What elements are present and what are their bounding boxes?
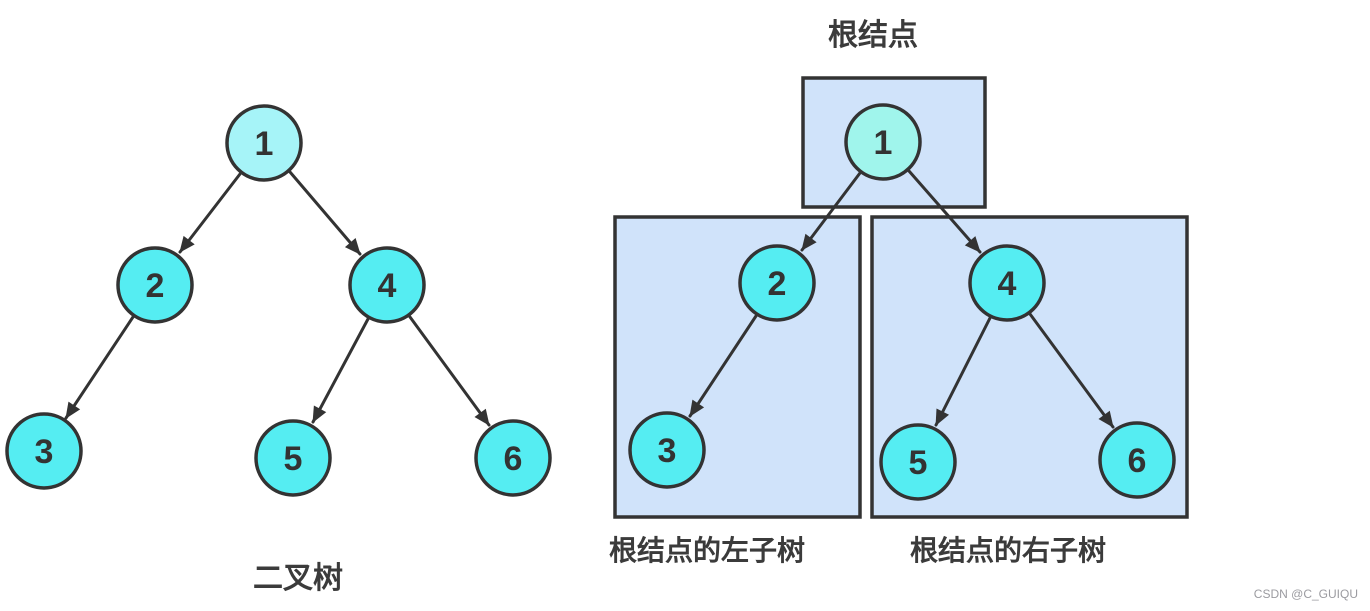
tree-node-1 [844, 103, 922, 181]
root-node-label: 根结点 [828, 19, 918, 52]
right-subtree-label: 根结点的右子树 [910, 534, 1106, 566]
tree-node-6-value: 6 [1128, 442, 1147, 480]
tree-edge-1-4 [288, 170, 362, 256]
tree-node-6-value: 6 [504, 440, 523, 478]
tree-node-5-value: 5 [284, 440, 303, 478]
tree-edge-4-5 [934, 316, 992, 427]
tree-node-4 [348, 246, 426, 324]
tree-edge-4-6 [1028, 312, 1115, 429]
tree-node-2 [738, 244, 816, 322]
tree-node-5-value: 5 [909, 444, 928, 482]
tree-node-6 [1098, 421, 1176, 499]
tree-node-2 [116, 246, 194, 324]
tree-node-3 [5, 412, 83, 490]
tree-node-5 [879, 423, 957, 501]
decomposition-diagram: 1 2 4 3 5 6 根结点 根结点的左子树 根结点的右子树 [609, 19, 1189, 566]
tree-node-2-value: 2 [146, 267, 165, 305]
binary-tree-diagram: 1 2 4 3 5 6 二叉树 [5, 104, 552, 595]
tree-node-2-value: 2 [768, 265, 787, 303]
tree-edge-2-3 [688, 314, 758, 418]
binary-tree-caption: 二叉树 [253, 562, 343, 595]
tree-edge-4-6 [408, 315, 491, 427]
tree-edge-1-2 [800, 171, 862, 252]
tree-node-6 [474, 419, 552, 497]
tree-node-3 [628, 411, 706, 489]
tree-node-1-value: 1 [255, 125, 274, 163]
tree-node-4-value: 4 [998, 265, 1017, 303]
tree-node-4-value: 4 [378, 267, 397, 305]
tree-node-1 [225, 104, 303, 182]
left-subtree-label: 根结点的左子树 [609, 534, 805, 566]
tree-node-3-value: 3 [658, 432, 677, 470]
tree-edge-1-2 [178, 172, 242, 254]
tree-edge-1-4 [907, 169, 982, 254]
tree-edge-2-3 [64, 315, 135, 420]
tree-node-4 [968, 244, 1046, 322]
watermark-text: CSDN @C_GUIQU [1254, 587, 1358, 601]
tree-node-3-value: 3 [35, 433, 54, 471]
tree-node-1-value: 1 [874, 124, 893, 162]
tree-edge-4-5 [311, 317, 370, 424]
tree-node-5 [254, 419, 332, 497]
